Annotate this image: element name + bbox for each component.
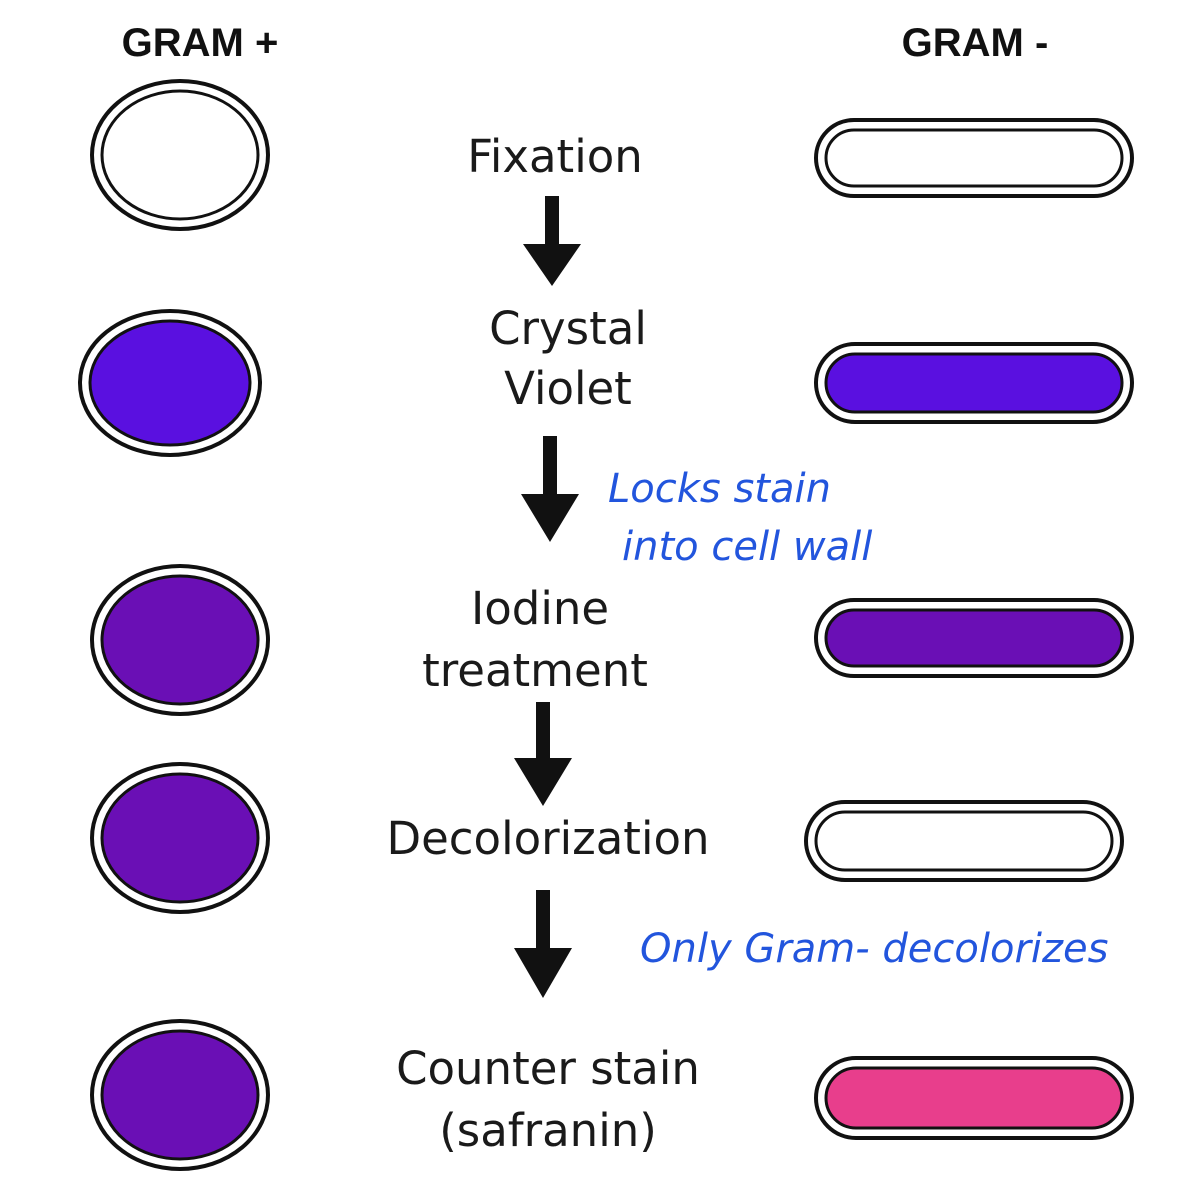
gram-negative-header: GRAM - <box>902 21 1049 65</box>
step-fixation: Fixation <box>467 130 643 183</box>
bacillus-cell <box>814 1056 1134 1140</box>
arrow-down-icon <box>514 890 572 998</box>
cell-body <box>100 574 260 706</box>
cell-body <box>100 89 260 221</box>
annotation-line: Locks stain <box>608 466 831 512</box>
cell-body <box>824 352 1124 414</box>
annotation-only-gram-negative: Only Gram- decolorizes <box>640 926 1108 972</box>
bacillus-cell <box>814 598 1134 678</box>
step-label: Decolorization <box>386 812 709 865</box>
coccus-cell <box>90 79 270 231</box>
step-iodine-treatment: Iodine treatment <box>422 582 648 697</box>
bacillus-cell <box>804 800 1124 882</box>
arrow-down-icon <box>514 702 572 806</box>
step-label: (safranin) <box>439 1104 657 1157</box>
gram-positive-cells <box>78 79 270 1171</box>
step-label: Violet <box>504 362 632 415</box>
cell-body <box>814 810 1114 872</box>
cell-body <box>824 1066 1124 1130</box>
gram-negative-cells <box>804 118 1134 1140</box>
step-label: Crystal <box>489 302 647 355</box>
cell-body <box>824 608 1124 668</box>
arrow-down-icon <box>521 436 579 542</box>
step-label: Fixation <box>467 130 643 183</box>
cell-body <box>88 319 252 447</box>
step-label: Counter stain <box>396 1042 700 1095</box>
gram-positive-header: GRAM + <box>122 21 279 65</box>
bacillus-cell <box>814 118 1134 198</box>
cell-body <box>100 1029 260 1161</box>
cell-body <box>100 772 260 904</box>
step-label: treatment <box>422 644 648 697</box>
step-counter-stain: Counter stain (safranin) <box>396 1042 700 1157</box>
annotation-line: into cell wall <box>622 524 872 570</box>
coccus-cell <box>78 309 262 457</box>
step-decolorization: Decolorization <box>386 812 709 865</box>
annotation-line: Only Gram- decolorizes <box>640 926 1108 972</box>
coccus-cell <box>90 762 270 914</box>
coccus-cell <box>90 564 270 716</box>
annotation-locks-stain: Locks stain into cell wall <box>608 466 872 570</box>
cell-body <box>824 128 1124 188</box>
step-crystal-violet: Crystal Violet <box>489 302 647 415</box>
step-label: Iodine <box>471 582 609 635</box>
arrow-down-icon <box>523 196 581 286</box>
coccus-cell <box>90 1019 270 1171</box>
bacillus-cell <box>814 342 1134 424</box>
